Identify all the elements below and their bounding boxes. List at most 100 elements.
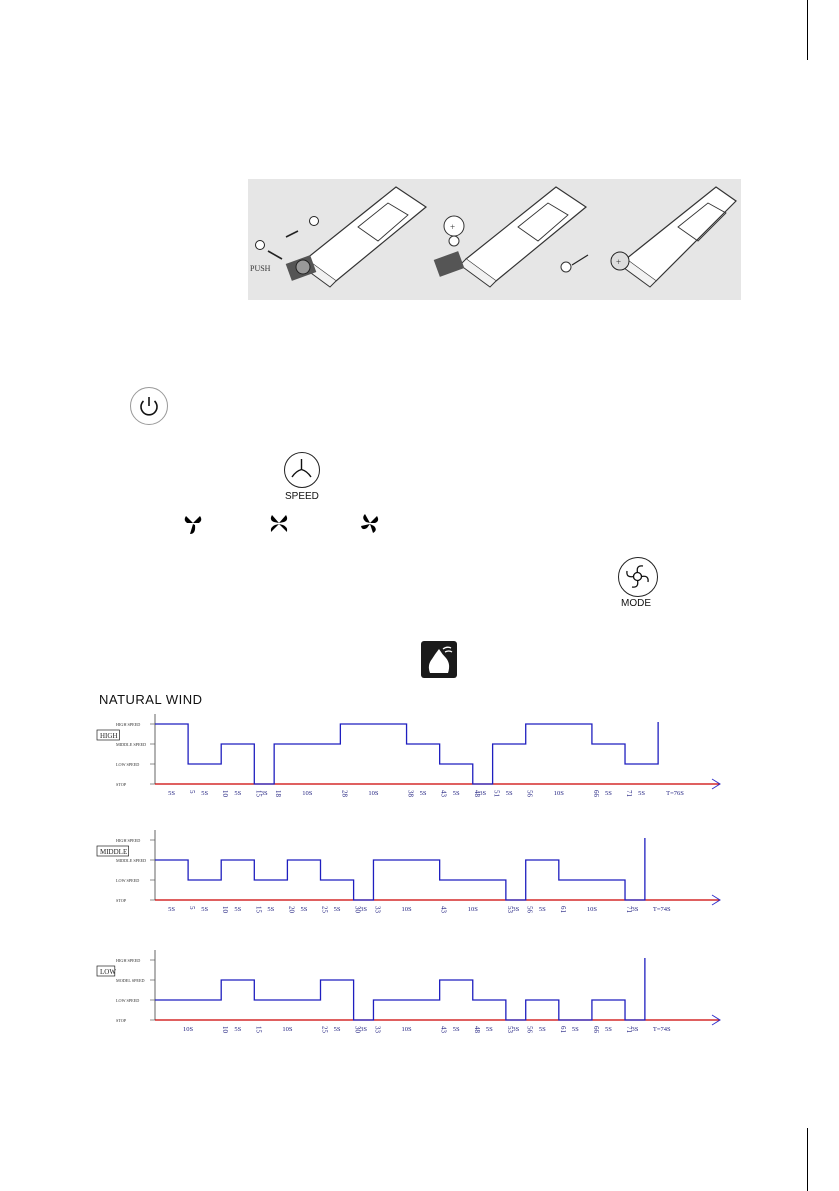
level-label: STOP bbox=[116, 782, 127, 787]
level-label: STOP bbox=[116, 1018, 127, 1023]
tick-label: 61 bbox=[559, 906, 567, 914]
page-edge-line bbox=[807, 0, 808, 60]
duration-label: 5S bbox=[301, 906, 308, 913]
mode-button[interactable] bbox=[618, 557, 658, 597]
fan-middle-icon bbox=[266, 512, 292, 541]
tick-label: 33 bbox=[373, 906, 381, 914]
duration-label: 10S bbox=[282, 1026, 293, 1033]
tick-label: 71 bbox=[625, 1026, 633, 1034]
duration-label: 5S bbox=[539, 906, 546, 913]
level-label: MIDDLE SPEED bbox=[116, 858, 146, 863]
tick-label: 48 bbox=[473, 1026, 481, 1034]
mode-box-label: LOW bbox=[100, 968, 116, 976]
tick-label: 61 bbox=[559, 1026, 567, 1034]
duration-label: 5S bbox=[168, 906, 175, 913]
level-label: LOW SPEED bbox=[116, 878, 139, 883]
remote-drawing-1 bbox=[285, 186, 428, 288]
duration-label: 5S bbox=[234, 1026, 241, 1033]
duration-label: 5S bbox=[453, 1026, 460, 1033]
battery-install-illustration: + + PUSH bbox=[248, 179, 741, 300]
duration-label: 5S bbox=[201, 790, 208, 797]
tick-label: 5 bbox=[188, 906, 196, 910]
mode-box bbox=[96, 845, 129, 857]
duration-label: 10S bbox=[587, 906, 598, 913]
tick-label: 56 bbox=[526, 1026, 534, 1034]
mode-box bbox=[96, 729, 120, 741]
mode-box-label: HIGH bbox=[100, 732, 118, 740]
mode-box bbox=[96, 965, 116, 977]
duration-label: 5S bbox=[234, 790, 241, 797]
level-label: HIGH SPEED bbox=[116, 722, 140, 727]
tick-label: 5 bbox=[188, 790, 196, 794]
push-label: PUSH bbox=[250, 264, 271, 273]
duration-label: 10S bbox=[468, 906, 479, 913]
level-label: STOP bbox=[116, 898, 127, 903]
duration-label: 5S bbox=[486, 1026, 493, 1033]
tick-label: 15 bbox=[254, 906, 262, 914]
duration-label: 5S bbox=[420, 790, 427, 797]
x-axis-arrow bbox=[711, 778, 721, 790]
tick-label: 38 bbox=[407, 790, 415, 798]
duration-label: 5S bbox=[334, 1026, 341, 1033]
duration-label: 5S bbox=[168, 790, 175, 797]
level-label: MODEL SPEED bbox=[116, 978, 145, 983]
tick-label: 56 bbox=[526, 790, 534, 798]
level-label: HIGH SPEED bbox=[116, 838, 140, 843]
duration-label: 3S bbox=[261, 790, 268, 797]
duration-label: 5S bbox=[605, 790, 612, 797]
tick-label: 66 bbox=[592, 790, 600, 798]
tick-label: 30 bbox=[354, 906, 362, 914]
total-time-label: T=74S bbox=[653, 906, 671, 913]
tick-label: 71 bbox=[625, 906, 633, 914]
tick-label: 66 bbox=[592, 1026, 600, 1034]
tick-label: 71 bbox=[625, 790, 633, 798]
duration-label: 5S bbox=[453, 790, 460, 797]
tick-label: 28 bbox=[340, 790, 348, 798]
duration-label: 5S bbox=[201, 906, 208, 913]
tick-label: 10 bbox=[221, 906, 229, 914]
tick-label: 43 bbox=[440, 906, 448, 914]
level-label: LOW SPEED bbox=[116, 998, 139, 1003]
tick-label: 53 bbox=[506, 906, 514, 914]
tick-label: 48 bbox=[473, 790, 481, 798]
tick-label: 53 bbox=[506, 1026, 514, 1034]
natural-wind-icon bbox=[421, 641, 457, 678]
duration-label: 3S bbox=[360, 906, 367, 913]
tick-label: 20 bbox=[287, 906, 295, 914]
tick-label: 43 bbox=[440, 1026, 448, 1034]
tick-label: 10 bbox=[221, 790, 229, 798]
x-axis-arrow bbox=[711, 1014, 721, 1026]
duration-label: 10S bbox=[401, 906, 412, 913]
tick-label: 18 bbox=[274, 790, 282, 798]
natural-wind-title: NATURAL WIND bbox=[99, 692, 203, 707]
duration-label: 10S bbox=[368, 790, 379, 797]
duration-label: 5S bbox=[572, 1026, 579, 1033]
natural-wind-charts: STOP LOW SPEED MIDDLE SPEED HIGH SPEED HIGH 5… bbox=[96, 714, 721, 1034]
page-edge-line bbox=[807, 1128, 808, 1191]
duration-label: 5S bbox=[234, 906, 241, 913]
level-label: MIDDLE SPEED bbox=[116, 742, 146, 747]
duration-label: 5S bbox=[638, 790, 645, 797]
mode-swirl-icon bbox=[626, 565, 649, 588]
tick-label: 56 bbox=[526, 906, 534, 914]
power-button[interactable] bbox=[130, 387, 168, 425]
remote-drawing-3: + bbox=[560, 186, 737, 288]
svg-text:+: + bbox=[616, 257, 621, 267]
speed-button[interactable] bbox=[284, 452, 320, 488]
duration-label: 5S bbox=[267, 906, 274, 913]
duration-label: 3S bbox=[479, 790, 486, 797]
tick-label: 33 bbox=[373, 1026, 381, 1034]
fan-low-icon bbox=[180, 512, 206, 541]
tick-label: 30 bbox=[354, 1026, 362, 1034]
tick-label: 15 bbox=[254, 790, 262, 798]
fan-high-icon bbox=[357, 512, 383, 541]
tick-label: 15 bbox=[254, 1026, 262, 1034]
x-axis-arrow bbox=[711, 894, 721, 906]
duration-label: 3S bbox=[512, 1026, 519, 1033]
speed-step-line bbox=[155, 722, 659, 785]
duration-label: 10S bbox=[401, 1026, 412, 1033]
speed-label: SPEED bbox=[285, 491, 319, 502]
speed-step-line bbox=[155, 958, 646, 1021]
level-label: HIGH SPEED bbox=[116, 958, 140, 963]
duration-label: 10S bbox=[302, 790, 313, 797]
